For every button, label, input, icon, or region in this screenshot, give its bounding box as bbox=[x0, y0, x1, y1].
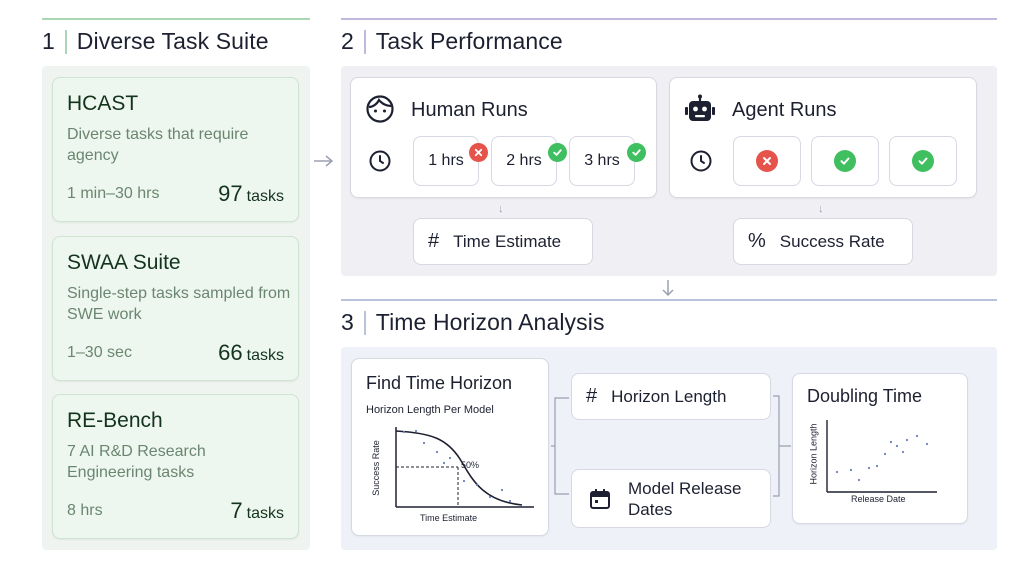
human-run-chip[interactable]: 3 hrs bbox=[569, 136, 635, 186]
agent-run-chip[interactable] bbox=[811, 136, 879, 186]
task-count-number: 7 bbox=[230, 498, 243, 523]
run-duration: 2 hrs bbox=[506, 152, 542, 169]
task-duration: 1–30 sec bbox=[67, 344, 132, 361]
check-icon bbox=[912, 150, 934, 172]
chart-y-axis-label: Horizon Length bbox=[808, 423, 819, 485]
robot-icon bbox=[685, 94, 715, 121]
section-number: 2 bbox=[341, 28, 354, 54]
calendar-icon bbox=[590, 488, 610, 509]
section-2-rule bbox=[341, 18, 997, 20]
success-rate-tag[interactable]: % Success Rate bbox=[733, 218, 913, 265]
task-card-swaa[interactable]: SWAA Suite Single-step tasks sampled fro… bbox=[52, 236, 299, 381]
run-duration: 1 hrs bbox=[428, 152, 464, 169]
clock-icon bbox=[690, 150, 712, 172]
task-name: RE-Bench bbox=[67, 409, 163, 432]
clock-icon bbox=[369, 150, 391, 172]
doubling-time-card: Doubling Time Release Date Horizon Lengt… bbox=[792, 373, 968, 524]
human-run-chip[interactable]: 2 hrs bbox=[491, 136, 557, 186]
time-estimate-label: Time Estimate bbox=[453, 231, 562, 251]
section-title: Task Performance bbox=[375, 28, 563, 54]
fail-icon bbox=[756, 150, 778, 172]
task-count-unit: tasks bbox=[246, 347, 284, 364]
find-horizon-title: Find Time Horizon bbox=[366, 373, 513, 393]
find-horizon-subtitle: Horizon Length Per Model bbox=[366, 404, 494, 416]
scatter-chart bbox=[826, 420, 937, 493]
time-estimate-tag[interactable]: # Time Estimate bbox=[413, 218, 593, 265]
fail-icon bbox=[469, 143, 488, 162]
agent-run-chip[interactable] bbox=[733, 136, 801, 186]
task-count-number: 97 bbox=[218, 181, 243, 206]
check-icon bbox=[627, 143, 646, 162]
chart-y-axis-label: Success Rate bbox=[370, 440, 381, 496]
task-count-number: 66 bbox=[218, 340, 243, 365]
task-description: Single-step tasks sampled from SWE work bbox=[67, 285, 291, 323]
check-icon bbox=[834, 150, 856, 172]
percent-icon: % bbox=[748, 230, 766, 252]
chart-x-axis-label: Release Date bbox=[851, 494, 906, 504]
section-divider bbox=[64, 29, 67, 54]
arrow-down-icon bbox=[662, 280, 674, 297]
task-duration: 8 hrs bbox=[67, 502, 103, 519]
chart-marker-label: 50% bbox=[461, 460, 480, 470]
section-1-heading: 1 Diverse Task Suite bbox=[42, 28, 269, 55]
task-description: 7 AI R&D Research Engineering tasks bbox=[67, 443, 206, 481]
task-count-unit: tasks bbox=[246, 188, 284, 205]
connector-bracket bbox=[773, 395, 791, 497]
task-card-re-bench[interactable]: RE-Bench 7 AI R&D Research Engineering t… bbox=[52, 394, 299, 539]
success-rate-label: Success Rate bbox=[779, 231, 885, 251]
find-time-horizon-card: Find Time Horizon Horizon Length Per Mod… bbox=[351, 358, 549, 536]
connector-bracket bbox=[551, 397, 569, 495]
horizon-length-label: Horizon Length bbox=[611, 386, 727, 406]
agent-runs-title: Agent Runs bbox=[732, 99, 837, 121]
check-icon bbox=[548, 143, 567, 162]
section-number: 1 bbox=[42, 28, 55, 54]
arrow-down-icon: ↓ bbox=[498, 203, 504, 215]
face-icon bbox=[366, 95, 394, 123]
agent-run-chip[interactable] bbox=[889, 136, 957, 186]
section-1-rule bbox=[42, 18, 310, 20]
run-duration: 3 hrs bbox=[584, 152, 620, 169]
human-run-chip[interactable]: 1 hrs bbox=[413, 136, 479, 186]
task-card-hcast[interactable]: HCAST Diverse tasks that require agency … bbox=[52, 77, 299, 222]
task-duration: 1 min–30 hrs bbox=[67, 185, 160, 202]
doubling-time-title: Doubling Time bbox=[807, 386, 923, 406]
task-name: HCAST bbox=[67, 92, 139, 115]
section-divider bbox=[363, 29, 366, 54]
section-divider bbox=[363, 310, 366, 335]
human-runs-title: Human Runs bbox=[411, 99, 528, 121]
arrow-down-icon: ↓ bbox=[818, 203, 824, 215]
task-name: SWAA Suite bbox=[67, 251, 181, 274]
hash-icon: # bbox=[586, 385, 598, 407]
section-2-heading: 2 Task Performance bbox=[341, 28, 563, 55]
section-3-rule bbox=[341, 299, 997, 301]
hash-icon: # bbox=[428, 230, 440, 252]
horizon-length-tag[interactable]: # Horizon Length bbox=[571, 373, 771, 420]
chart-x-axis-label: Time Estimate bbox=[420, 513, 478, 523]
section-title: Diverse Task Suite bbox=[76, 28, 269, 54]
flow-arrow-icon bbox=[314, 155, 334, 167]
logistic-curve-chart bbox=[395, 427, 534, 508]
task-description: Diverse tasks that require agency bbox=[67, 126, 249, 164]
section-number: 3 bbox=[341, 309, 354, 335]
model-release-dates-label: Model Release Dates bbox=[628, 478, 742, 519]
section-title: Time Horizon Analysis bbox=[375, 309, 605, 335]
section-3-heading: 3 Time Horizon Analysis bbox=[341, 309, 605, 336]
task-count-unit: tasks bbox=[246, 505, 284, 522]
model-release-dates-tag[interactable]: Model Release Dates bbox=[571, 469, 771, 528]
